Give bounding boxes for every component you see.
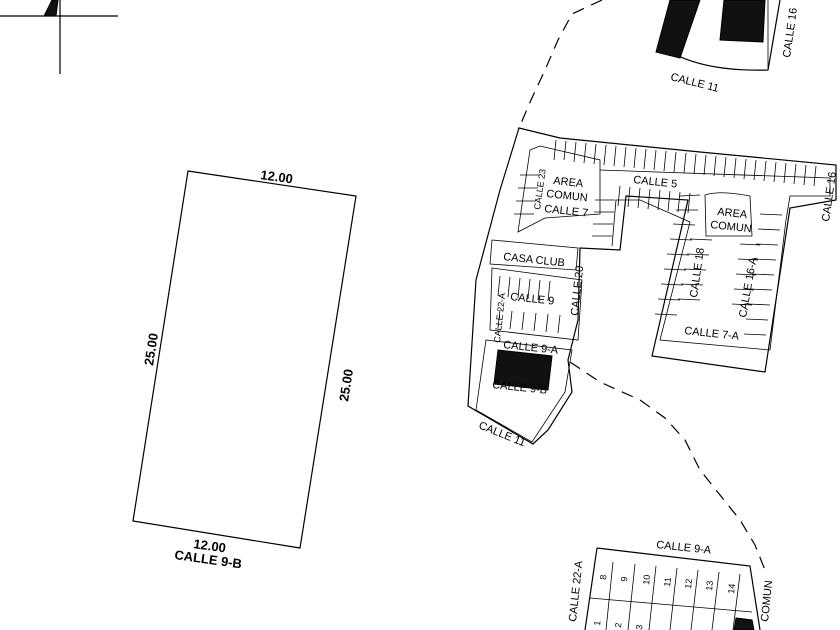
lot-number: 9 [619,576,629,582]
lot-street-label: CALLE 9-B [174,547,243,571]
lot-dim-bottom: 12.00 [193,536,227,555]
street-label-calle-20: CALLE 20 [569,265,586,316]
lot-numbers: 8 9 10 11 12 13 14 1 2 3 [592,574,737,630]
street-label-calle-22a-bottom: CALLE 22-A [567,560,585,623]
street-label-calle-16a: CALLE 16-A [737,256,760,319]
property-boundary [518,0,766,571]
lot-number: 14 [726,583,737,594]
lot-dim-right: 25.00 [336,368,356,402]
street-label-calle-9b: CALLE 9-B [492,379,548,397]
street-label-calle-9a: CALLE 9-A [503,339,560,357]
lot-number: 1 [592,620,602,626]
street-label-calle-18: CALLE 18 [688,247,707,298]
lot-number: 8 [598,574,608,580]
lot-number: 13 [704,580,715,591]
development-block [467,127,837,445]
street-label-calle-5: CALLE 5 [633,174,678,191]
lot-outline [132,170,357,549]
lot-number: 12 [683,578,694,589]
lot-number: 11 [662,577,673,587]
area-comun-bottom: COMUN [759,580,775,623]
lot-number: 10 [641,574,652,585]
area-comun-2-line1: AREA [717,206,749,221]
street-label-calle-11-bottom: CALLE 11 [477,420,527,450]
area-comun-2-line2: COMUN [710,219,753,235]
lot-subdivisions [497,139,817,336]
lot-dim-left: 25.00 [141,332,161,366]
south-block [584,547,761,630]
street-label-calle-22a: CALLE 22-A [492,292,507,343]
street-label-calle-9: CALLE 9 [510,291,555,308]
street-label-calle-7: CALLE 7 [544,203,589,220]
street-label-calle-7a: CALLE 7-A [684,325,741,343]
street-label-calle-9a-bottom: CALLE 9-A [656,539,713,557]
street-label-calle-16-top: CALLE 16 [781,7,800,58]
lot-number: 3 [634,624,644,630]
area-comun-1-line1: AREA [553,175,585,190]
lot-dim-top: 12.00 [260,167,294,186]
north-block [655,0,781,71]
area-comun-1-line2: COMUN [546,188,589,204]
street-label-calle-11-top: CALLE 11 [669,71,720,95]
lot-number: 2 [613,622,623,628]
filled-lots [493,349,553,391]
north-arrow-icon [0,0,118,74]
